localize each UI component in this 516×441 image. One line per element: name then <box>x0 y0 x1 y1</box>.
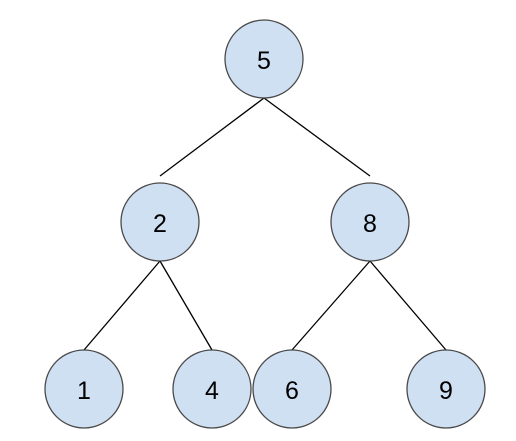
edge-2-4 <box>159 260 213 351</box>
node-2-label: 2 <box>153 210 167 238</box>
tree-nodes: 5 2 8 1 4 6 9 <box>44 19 486 429</box>
node-1-label: 1 <box>77 377 91 405</box>
tree-edges <box>83 97 447 351</box>
edge-2-1 <box>83 260 161 351</box>
node-1-circle <box>44 349 124 429</box>
edge-5-8 <box>263 97 371 177</box>
node-5-circle <box>224 19 304 99</box>
node-9-label: 9 <box>439 377 453 405</box>
node-8-circle <box>330 182 410 262</box>
node-4-label: 4 <box>205 377 219 405</box>
node-5-label: 5 <box>257 47 271 75</box>
node-8-label: 8 <box>363 210 377 238</box>
node-2-circle <box>120 182 200 262</box>
node-4-circle <box>172 349 252 429</box>
node-4: 4 <box>172 349 252 429</box>
node-1: 1 <box>44 349 124 429</box>
node-6: 6 <box>252 349 332 429</box>
node-9: 9 <box>406 349 486 429</box>
node-6-circle <box>252 349 332 429</box>
node-9-circle <box>406 349 486 429</box>
node-2: 2 <box>120 182 200 262</box>
edge-5-2 <box>159 97 265 177</box>
node-5: 5 <box>224 19 304 99</box>
edge-8-6 <box>291 260 371 351</box>
node-8: 8 <box>330 182 410 262</box>
node-6-label: 6 <box>285 377 299 405</box>
edge-8-9 <box>369 260 447 351</box>
